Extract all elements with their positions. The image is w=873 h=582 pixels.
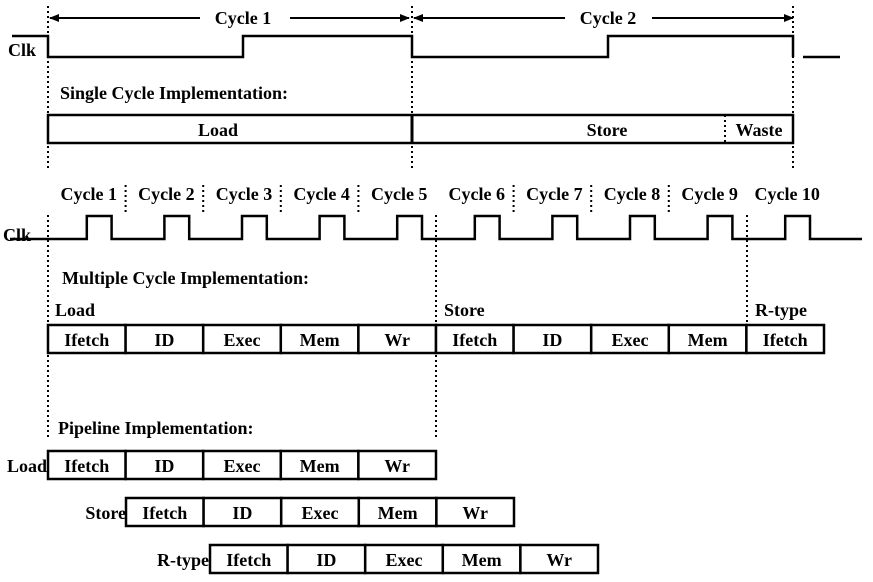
pipeline-stage-box [279, 449, 360, 481]
multi-cycle-label: Cycle 2 [138, 184, 194, 204]
multi-cycle-label: Cycle 6 [449, 184, 505, 204]
multi-stage-box [201, 323, 283, 355]
pipeline-stage-label: Exec [224, 456, 261, 476]
multi-stage-label: Exec [224, 330, 261, 350]
multi-cycle-label: Cycle 5 [371, 184, 427, 204]
multi-stage-label: Ifetch [763, 330, 808, 350]
pipeline-stage-label: ID [316, 550, 336, 570]
multi-stage-label: Exec [612, 330, 649, 350]
pipeline-stage-label: Mem [462, 550, 502, 570]
pipeline-stage-label: Ifetch [64, 456, 109, 476]
pipeline-row-label: Load [7, 456, 47, 476]
multi-clk-label: Clk [3, 225, 31, 245]
multi-cycle-label: Cycle 9 [681, 184, 737, 204]
multi-cycle-label: Cycle 7 [526, 184, 582, 204]
multi-cycle-label: Cycle 10 [754, 184, 819, 204]
pipeline-stage-label: Ifetch [226, 550, 271, 570]
multi-stage-box [667, 323, 748, 355]
multi-stage-label: Ifetch [64, 330, 109, 350]
single-cycle-1-label: Cycle 1 [215, 8, 271, 28]
multi-stage-row: Ifetch ID Exec Mem Wr Ifetch ID Exec Mem Ifetch [46, 323, 826, 355]
pipeline-stage-box [435, 496, 516, 528]
multi-instr-rtype: R-type [755, 300, 807, 320]
single-cycle-section: Cycle 1 Cycle 2 Clk Single Cycle Impleme… [8, 6, 840, 168]
multi-stage-box [46, 323, 127, 355]
pipeline-stage-label: Ifetch [142, 503, 187, 523]
multi-cycle-title: Multiple Cycle Implementation: [62, 268, 309, 288]
multi-stage-label: Wr [384, 330, 410, 350]
single-load-segment: Load [198, 120, 238, 140]
multi-stage-label: Ifetch [452, 330, 497, 350]
multi-stage-label: Mem [688, 330, 728, 350]
pipeline-stage-label: Exec [386, 550, 423, 570]
pipeline-row-label: Store [85, 503, 126, 523]
multi-cycle-dividers [124, 185, 670, 215]
multi-cycle-label: Cycle 1 [61, 184, 117, 204]
pipeline-stage-box [208, 543, 289, 575]
pipeline-row-label: R-type [157, 550, 209, 570]
single-cycle-bar [46, 113, 795, 145]
pipeline-stage-label: Wr [546, 550, 572, 570]
single-clock-waveform [12, 34, 795, 59]
multi-stage-label: ID [542, 330, 562, 350]
multi-stage-box [512, 323, 593, 355]
pipeline-stage-box [46, 449, 127, 481]
pipeline-stage-box [441, 543, 522, 575]
pipeline-stage-label: Mem [300, 456, 340, 476]
single-cycle-2-label: Cycle 2 [580, 8, 636, 28]
multi-stage-box [745, 323, 826, 355]
single-cycle-title: Single Cycle Implementation: [60, 83, 288, 103]
pipeline-stage-label: ID [232, 503, 252, 523]
multi-clock-waveform [10, 214, 862, 241]
single-waste-segment: Waste [736, 120, 783, 140]
multi-stage-box [589, 323, 671, 355]
multi-cycle-label: Cycle 3 [216, 184, 272, 204]
pipeline-stage-box [519, 543, 600, 575]
multi-cycle-labels: Cycle 1 Cycle 2 Cycle 3 Cycle 4 Cycle 5 Cycle… [61, 184, 820, 204]
single-clk-label: Clk [8, 40, 36, 60]
multi-cycle-section: Cycle 1 Cycle 2 Cycle 3 Cycle 4 Cycle 5 Cycle… [3, 184, 862, 440]
pipeline-stage-label: Wr [384, 456, 410, 476]
pipeline-title: Pipeline Implementation: [58, 418, 254, 438]
pipeline-stage-box [363, 543, 445, 575]
pipeline-stage-label: Exec [302, 503, 339, 523]
pipeline-stage-box [124, 496, 205, 528]
pipeline-stage-label: Mem [378, 503, 418, 523]
multi-stage-label: ID [154, 330, 174, 350]
pipeline-stage-box [357, 449, 438, 481]
single-store-segment: Store [587, 120, 628, 140]
multi-cycle-label: Cycle 4 [293, 184, 349, 204]
pipeline-stage-label: Wr [462, 503, 488, 523]
pipeline-stage-label: ID [154, 456, 174, 476]
multi-instr-store: Store [444, 300, 485, 320]
multi-cycle-label: Cycle 8 [604, 184, 660, 204]
multi-instr-load: Load [55, 300, 95, 320]
multi-stage-label: Mem [300, 330, 340, 350]
